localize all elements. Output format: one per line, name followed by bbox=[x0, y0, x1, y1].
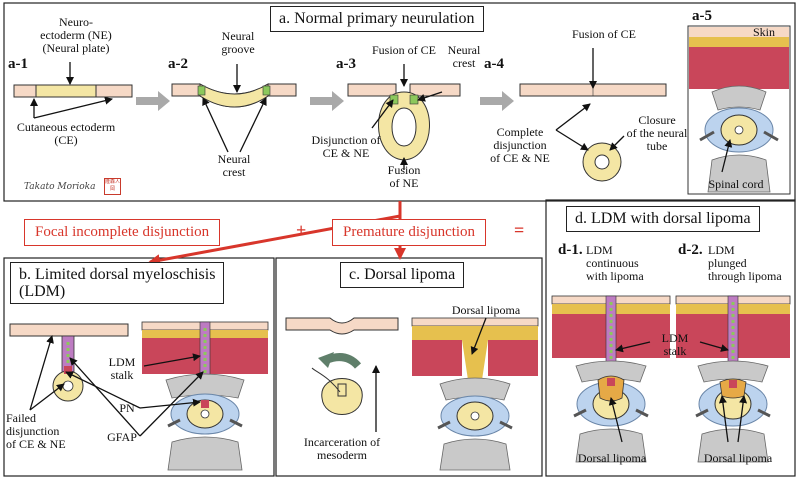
label-complete-disjunction: Complete disjunction of CE & NE bbox=[490, 125, 550, 165]
d1-illustration bbox=[551, 295, 671, 464]
label-neural-crest-a2: Neural crest bbox=[217, 152, 251, 179]
d1-label: d-1. bbox=[558, 242, 583, 258]
author-seal: 隆森人岡 bbox=[104, 178, 121, 195]
panel-c-frame bbox=[275, 257, 543, 477]
panel-b-frame bbox=[3, 257, 275, 477]
label-dorsal-lipoma-d1: Dorsal lipoma bbox=[577, 451, 647, 465]
progression-arrows bbox=[136, 91, 514, 111]
label-dorsal-lipoma-c: Dorsal lipoma bbox=[451, 303, 521, 317]
a5-cross-section bbox=[687, 25, 791, 195]
panel-c-title: c. Dorsal lipoma bbox=[340, 262, 465, 288]
step-a3-label: a-3 bbox=[336, 56, 356, 72]
d1-description: LDM continuous with lipoma bbox=[586, 243, 644, 283]
step-a4-label: a-4 bbox=[484, 56, 504, 72]
d2-description: LDM plunged through lipoma bbox=[708, 243, 782, 283]
a4-separation bbox=[519, 48, 667, 182]
focal-incomplete-disjunction-box: Focal incomplete disjunction bbox=[24, 219, 221, 246]
author-signature: Takato Morioka bbox=[24, 182, 96, 192]
step-a5-label: a-5 bbox=[692, 8, 712, 24]
c-illustration bbox=[285, 317, 539, 471]
label-closure: Closure of the neural tube bbox=[626, 113, 688, 153]
label-neural-groove: Neural groove bbox=[221, 29, 255, 56]
a3-folding bbox=[347, 64, 461, 170]
label-disjunction-a3: Disjunction of CE & NE bbox=[311, 133, 381, 160]
label-fusion-ce-a3: Fusion of CE bbox=[371, 43, 436, 57]
premature-disjunction-box: Premature disjunction bbox=[332, 219, 487, 246]
label-gfap: GFAP bbox=[107, 430, 137, 444]
label-ldm-stalk-d: LDM stalk bbox=[661, 331, 689, 358]
panel-a-title: a. Normal primary neurulation bbox=[270, 6, 484, 32]
d2-label: d-2. bbox=[678, 242, 703, 258]
step-a1-label: a-1 bbox=[8, 56, 28, 72]
d-stalk-arrow-2 bbox=[699, 341, 729, 352]
a1-plate bbox=[13, 62, 133, 119]
panel-d-frame bbox=[545, 199, 796, 477]
label-fusion-ne: Fusion of NE bbox=[387, 163, 421, 190]
panel-b-title: b. Limited dorsal myeloschisis (LDM) bbox=[10, 262, 225, 304]
label-ldm-stalk-b: LDM stalk bbox=[108, 355, 136, 382]
panel-d-title: d. LDM with dorsal lipoma bbox=[566, 206, 760, 232]
label-spinal-cord: Spinal cord bbox=[708, 177, 764, 191]
a2-groove bbox=[171, 64, 297, 153]
d2-illustration bbox=[675, 295, 791, 464]
label-neuroectoderm: Neuro- ectoderm (NE) (Neural plate) bbox=[40, 15, 112, 55]
d-stalk-arrow-1 bbox=[615, 341, 651, 353]
label-failed-disjunction: Failed disjunction of CE & NE bbox=[6, 411, 66, 451]
label-cutaneous-ectoderm: Cutaneous ectoderm (CE) bbox=[16, 120, 116, 147]
b-illustration bbox=[9, 321, 269, 471]
equals-sign: = bbox=[514, 220, 525, 240]
label-skin: Skin bbox=[752, 25, 775, 39]
label-pn: PN bbox=[119, 401, 135, 415]
plus-sign: + bbox=[296, 220, 307, 240]
step-a2-label: a-2 bbox=[168, 56, 188, 72]
label-fusion-ce-a4: Fusion of CE bbox=[571, 27, 636, 41]
label-incarceration: Incarceration of mesoderm bbox=[303, 435, 381, 462]
label-dorsal-lipoma-d2: Dorsal lipoma bbox=[703, 451, 773, 465]
label-neural-crest-a3: Neural crest bbox=[447, 43, 481, 70]
